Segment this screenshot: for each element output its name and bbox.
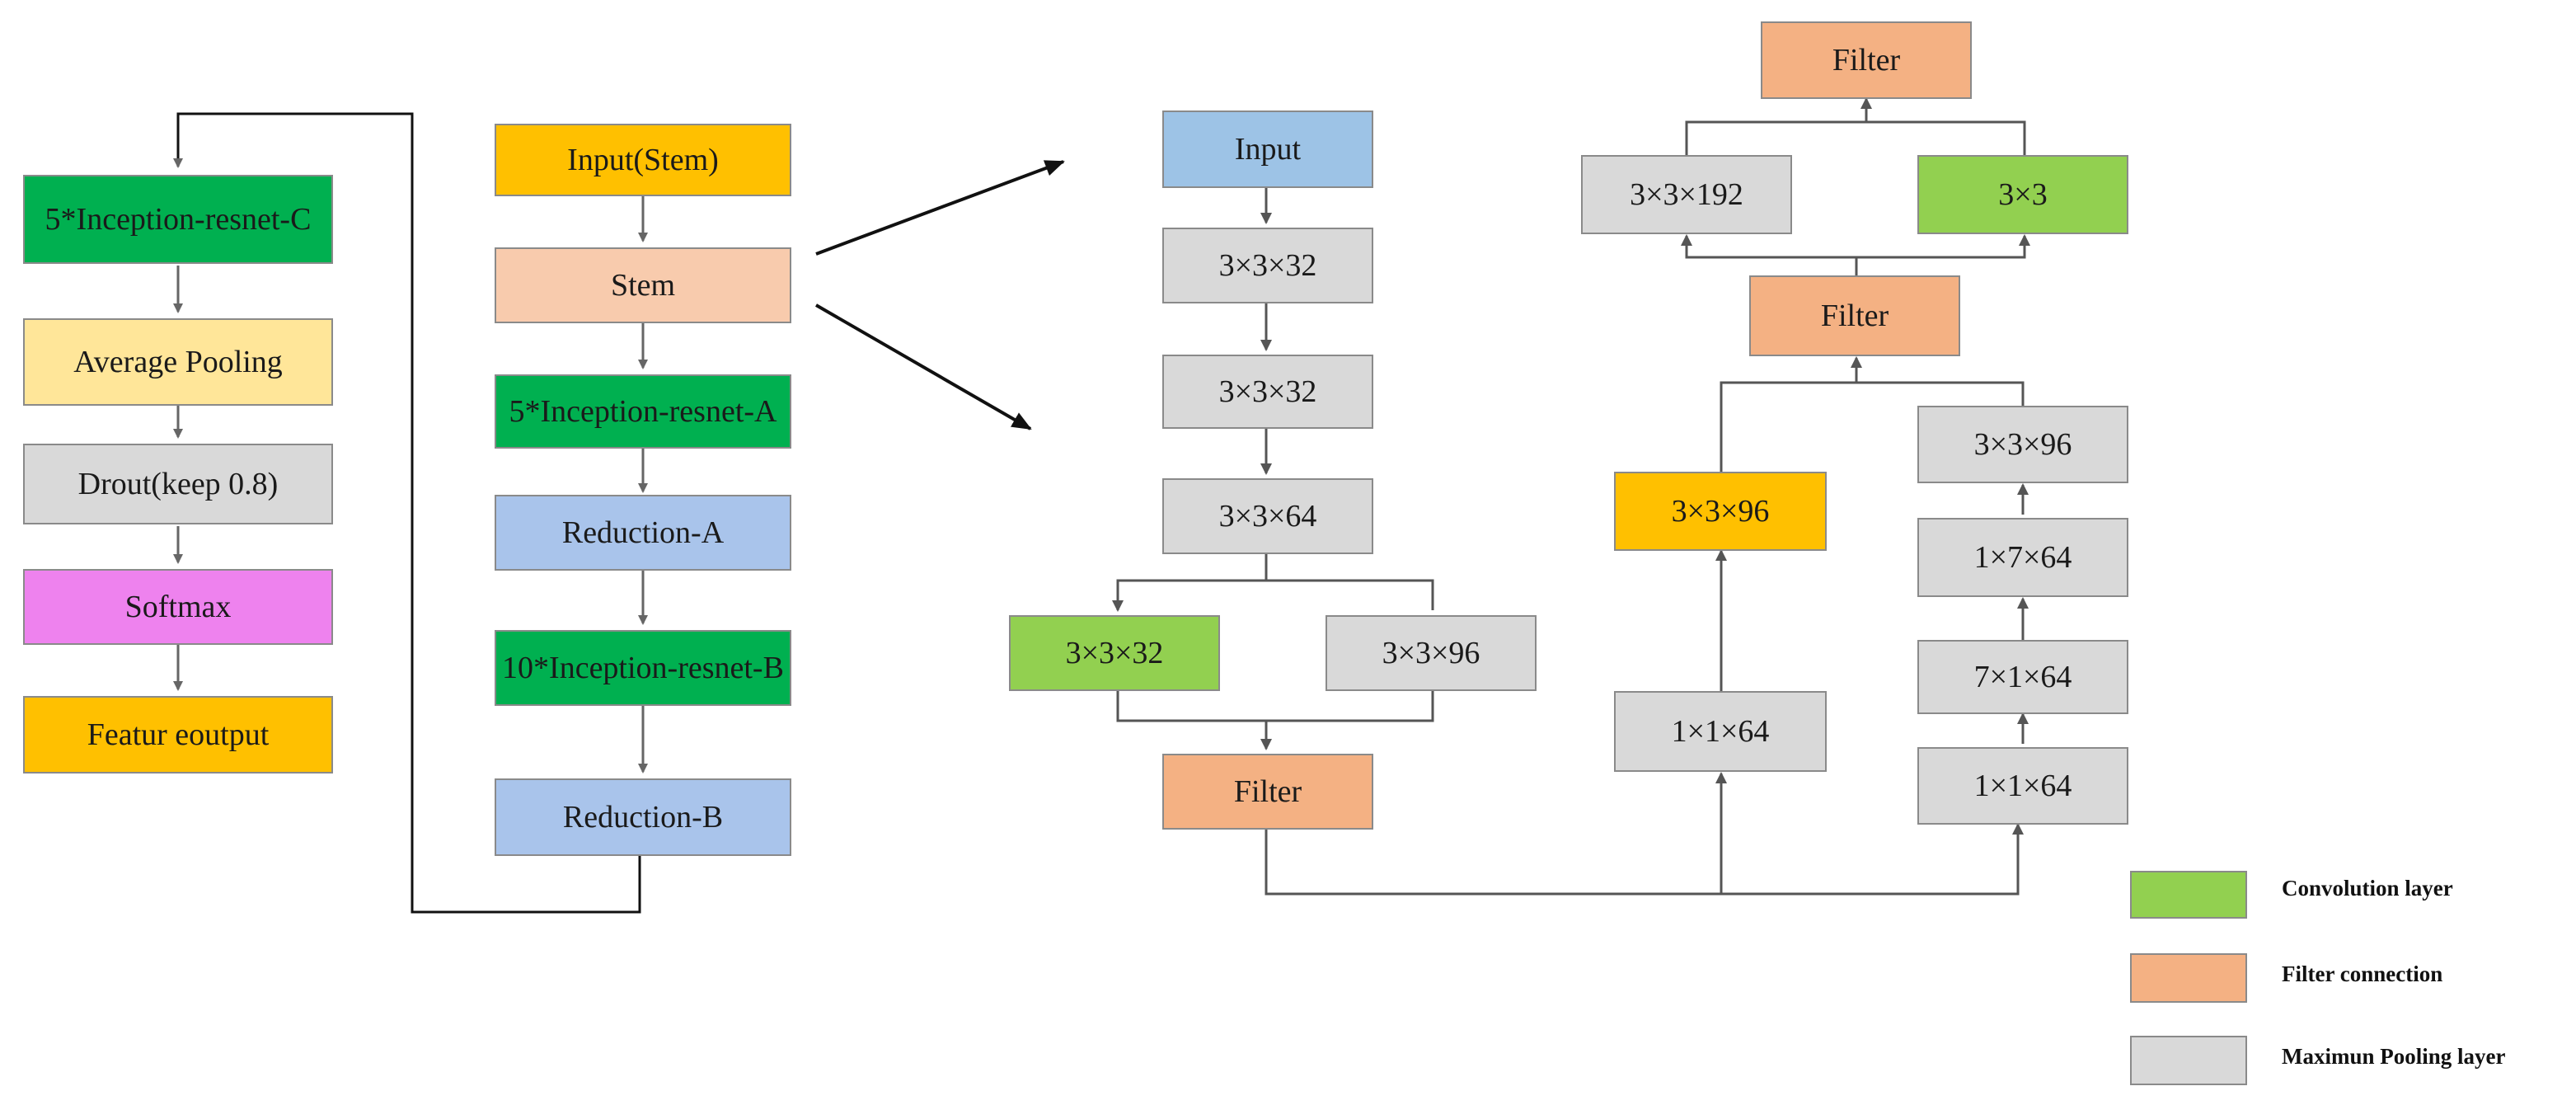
legend-swatch-pooling: [2130, 1036, 2247, 1085]
right-branch-to-merge: [1856, 381, 2025, 406]
expand-arrow-upper: [815, 160, 1065, 256]
legend-label-convolution: Convolution layer: [2282, 876, 2453, 900]
inception-resnet-c-box: 5*Inception-resnet-C: [23, 175, 333, 264]
inception-resnet-b-box: 10*Inception-resnet-B: [495, 630, 791, 706]
detail-conv3-box: 3×3×64: [1162, 478, 1373, 554]
reduction-a-box: Reduction-A: [495, 495, 791, 571]
average-pooling-box: Average Pooling: [23, 318, 333, 406]
inception-resnet-a-box: 5*Inception-resnet-A: [495, 374, 791, 449]
block-right-1x7-box: 1×7×64: [1917, 518, 2128, 597]
legend-swatch-convolution: [2130, 871, 2247, 919]
detail-input-box: Input: [1162, 110, 1373, 188]
merge-connector: [1116, 691, 1434, 722]
detail-conv1-box: 3×3×32: [1162, 228, 1373, 303]
legend-label-pooling: Maximun Pooling layer: [2282, 1044, 2506, 1069]
block-right-1x1-box: 1×1×64: [1917, 747, 2128, 825]
top-merge: [1685, 120, 2026, 155]
block-left-1x1-box: 1×1×64: [1614, 691, 1827, 772]
legend-swatch-filter: [2130, 953, 2247, 1003]
block-conv-box: 3×3: [1917, 155, 2128, 234]
feature-output-box: Featur eoutput: [23, 696, 333, 774]
reduction-b-box: Reduction-B: [495, 778, 791, 856]
block-right-7x1-box: 7×1×64: [1917, 640, 2128, 714]
split-connector-right: [1266, 579, 1434, 610]
filter-mid-split-right: [1856, 234, 2030, 259]
loop-back-connector: [173, 112, 641, 914]
softmax-box: Softmax: [23, 569, 333, 645]
block-left-3x3-box: 3×3×96: [1614, 472, 1827, 551]
stem-box: Stem: [495, 247, 791, 323]
dropout-box: Drout(keep 0.8): [23, 444, 333, 524]
input-stem-box: Input(Stem): [495, 124, 791, 196]
filter-to-block-bus: [1265, 823, 2024, 896]
block-detail-arrows: [1681, 97, 2030, 744]
block-pool-box: 3×3×192: [1581, 155, 1792, 234]
detail-conv2-box: 3×3×32: [1162, 355, 1373, 429]
detail-filter-box: Filter: [1162, 754, 1373, 830]
block-filter-mid-box: Filter: [1749, 275, 1960, 356]
expand-arrow-lower: [815, 303, 1032, 430]
legend-label-filter: Filter connection: [2282, 962, 2443, 986]
filter-mid-split: [1681, 234, 1858, 275]
left-branch-to-merge: [1720, 381, 1856, 472]
block-filter-top-box: Filter: [1761, 21, 1972, 99]
split-connector: [1112, 554, 1268, 612]
block-right-3x3-box: 3×3×96: [1917, 406, 2128, 483]
detail-branch-conv-box: 3×3×32: [1009, 615, 1220, 691]
stem-detail-arrows: [1112, 188, 2024, 896]
detail-branch-pool-box: 3×3×96: [1326, 615, 1537, 691]
